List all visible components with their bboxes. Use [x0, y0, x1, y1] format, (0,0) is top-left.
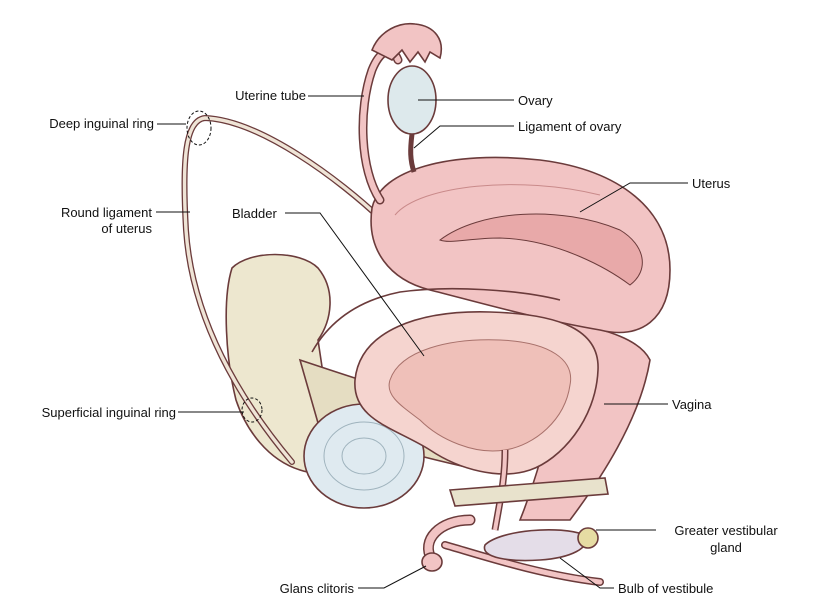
- leader-ligament-of-ovary: [413, 125, 514, 149]
- label-uterus: Uterus: [692, 176, 731, 191]
- label-vagina: Vagina: [672, 397, 712, 412]
- peritoneum: [311, 287, 561, 353]
- perineal-membrane: [448, 477, 609, 507]
- pubic-symphysis-inner: [323, 421, 405, 491]
- crus-of-clitoris-inner: [442, 542, 603, 585]
- uterus-layer: [394, 184, 601, 216]
- label-ligament-of-ovary: Ligament of ovary: [518, 119, 622, 134]
- label-glans-clitoris: Glans clitoris: [279, 581, 354, 596]
- bulb-of-vestibule-shape: [483, 529, 588, 562]
- label-deep-inguinal-ring: Deep inguinal ring: [49, 116, 154, 131]
- deep-inguinal-ring-shape: [186, 110, 212, 146]
- superficial-inguinal-ring-shape: [241, 397, 263, 423]
- round-ligament-inner: [182, 116, 384, 464]
- label-superficial-inguinal-ring: Superficial inguinal ring: [41, 405, 176, 420]
- label-round-ligament-1: Round ligament: [60, 205, 152, 220]
- label-bladder: Bladder: [232, 206, 277, 221]
- leader-bulb-of-vestibule: [559, 557, 614, 589]
- label-round-ligament-2: of uterus: [101, 221, 152, 236]
- greater-vestibular-gland-shape: [577, 527, 599, 549]
- label-greater-vestibular-2: gland: [710, 540, 742, 555]
- fimbriae: [370, 22, 442, 64]
- leader-bladder: [285, 212, 425, 357]
- label-bulb-of-vestibule: Bulb of vestibule: [618, 581, 714, 596]
- uterine-tube-inner: [359, 48, 401, 203]
- label-greater-vestibular-1: Greater vestibular: [674, 523, 778, 538]
- pubic-symphysis-core: [341, 437, 387, 475]
- bladder-lumen: [388, 339, 572, 452]
- leader-uterus: [579, 182, 688, 213]
- label-ovary: Ovary: [518, 93, 553, 108]
- uterus-cavity: [438, 213, 643, 286]
- ligament-of-ovary-shape: [408, 133, 417, 173]
- leader-glans-clitoris: [358, 565, 427, 589]
- label-uterine-tube: Uterine tube: [235, 88, 306, 103]
- glans-clitoris-shape: [421, 552, 443, 572]
